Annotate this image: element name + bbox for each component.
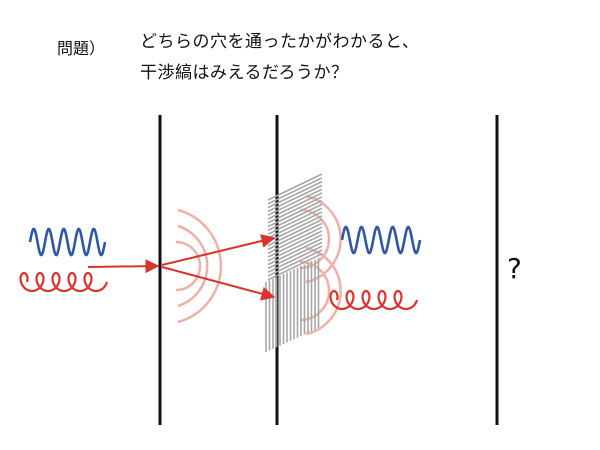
- marker-hatch-line: [267, 237, 323, 266]
- marker-hatch-line: [267, 180, 323, 209]
- marker-hatch-line: [267, 196, 323, 224]
- ray-to-upper-slit: [161, 234, 276, 266]
- marker-hatch-line: [267, 211, 323, 239]
- problem-label: 問題）: [57, 39, 106, 58]
- question-line-1: どちらの穴を通ったかがわかると、: [140, 32, 420, 52]
- marker-hatch-line: [267, 230, 323, 258]
- marker-hatch-line: [267, 207, 323, 235]
- incoming-ray-arrow: [87, 259, 160, 274]
- marker-hatch-line: [267, 253, 323, 281]
- transmitted-blue-wave: [340, 225, 422, 255]
- marker-hatch-line: [267, 192, 323, 220]
- marker-hatch-line: [267, 241, 323, 270]
- marker-hatch-line: [267, 215, 323, 243]
- marker-hatch-line: [267, 199, 323, 228]
- marker-hatch-line: [267, 177, 323, 205]
- marker-hatch-line: [267, 218, 323, 247]
- marker-hatch-line: [267, 188, 323, 216]
- incoming-red-wave: [19, 271, 109, 293]
- marker-hatch-line: [267, 226, 323, 254]
- which-path-marker-upper: [267, 173, 323, 281]
- question-line-2: 干渉縞はみえるだろうか？: [140, 63, 349, 83]
- slit-wavefronts: [175, 208, 223, 324]
- marker-hatch-line: [267, 184, 323, 213]
- marker-hatch-line: [267, 173, 323, 201]
- ray-to-lower-slit: [161, 266, 276, 301]
- which-path-marker-lower: [265, 258, 320, 352]
- marker-hatch-line: [267, 245, 323, 273]
- transmitted-red-wave: [329, 289, 419, 311]
- incoming-blue-wave: [28, 227, 107, 257]
- marker-hatch-line: [267, 249, 323, 277]
- marker-hatch-line: [267, 203, 323, 232]
- marker-hatch-line: [267, 222, 323, 251]
- marker-hatch-line: [267, 234, 323, 262]
- unknown-mark: ?: [507, 252, 522, 285]
